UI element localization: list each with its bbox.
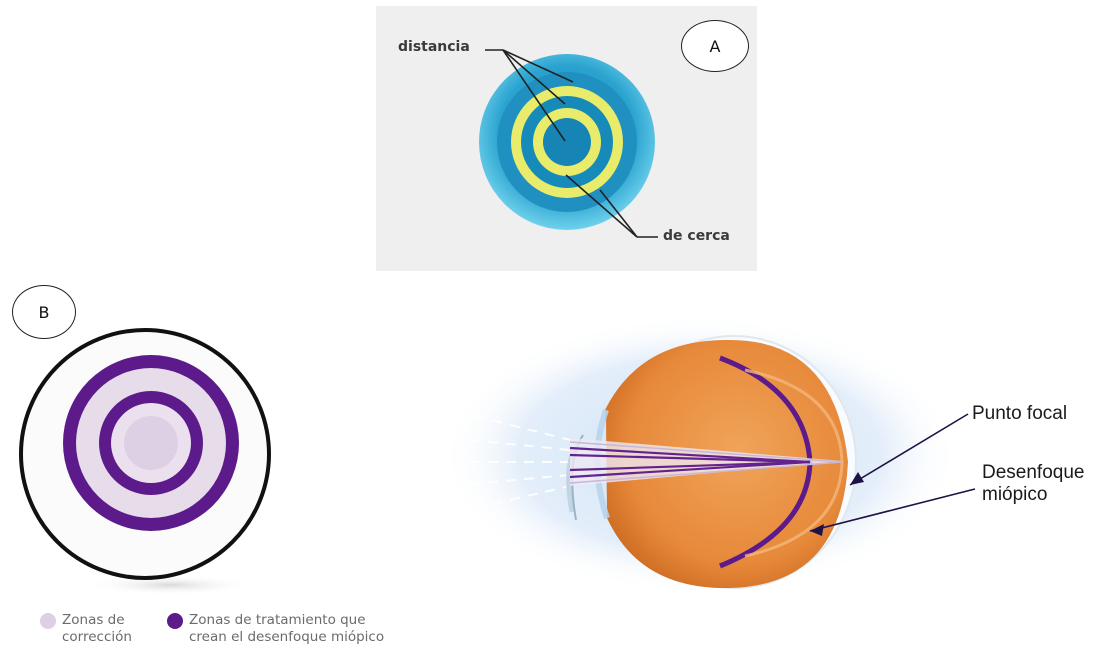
- label-defocus-line1: Desenfoque: [982, 462, 1084, 484]
- legend-swatch-correction: [40, 613, 56, 629]
- legend-item-treatment: Zonas de tratamiento que crean el desenf…: [189, 612, 384, 646]
- badge-a: A: [681, 20, 749, 72]
- eye-diagram: [440, 315, 975, 595]
- lens-a: [479, 50, 658, 237]
- lens-b: [21, 330, 269, 629]
- legend-treatment-line1: Zonas de tratamiento que: [189, 612, 384, 629]
- legend-swatch-treatment: [167, 613, 183, 629]
- legend-correction-line1: Zonas de: [62, 612, 132, 629]
- label-focal-point: Punto focal: [972, 403, 1067, 425]
- label-distance: distancia: [398, 39, 470, 55]
- legend-correction-line2: corrección: [62, 629, 132, 646]
- label-near: de cerca: [663, 228, 730, 244]
- label-myopic-defocus: Desenfoque miópico: [982, 462, 1084, 506]
- legend-treatment-line2: crean el desenfoque miópico: [189, 629, 384, 646]
- badge-b: B: [12, 285, 76, 339]
- label-defocus-line2: miópico: [982, 484, 1084, 506]
- legend-item-correction: Zonas de corrección: [62, 612, 132, 646]
